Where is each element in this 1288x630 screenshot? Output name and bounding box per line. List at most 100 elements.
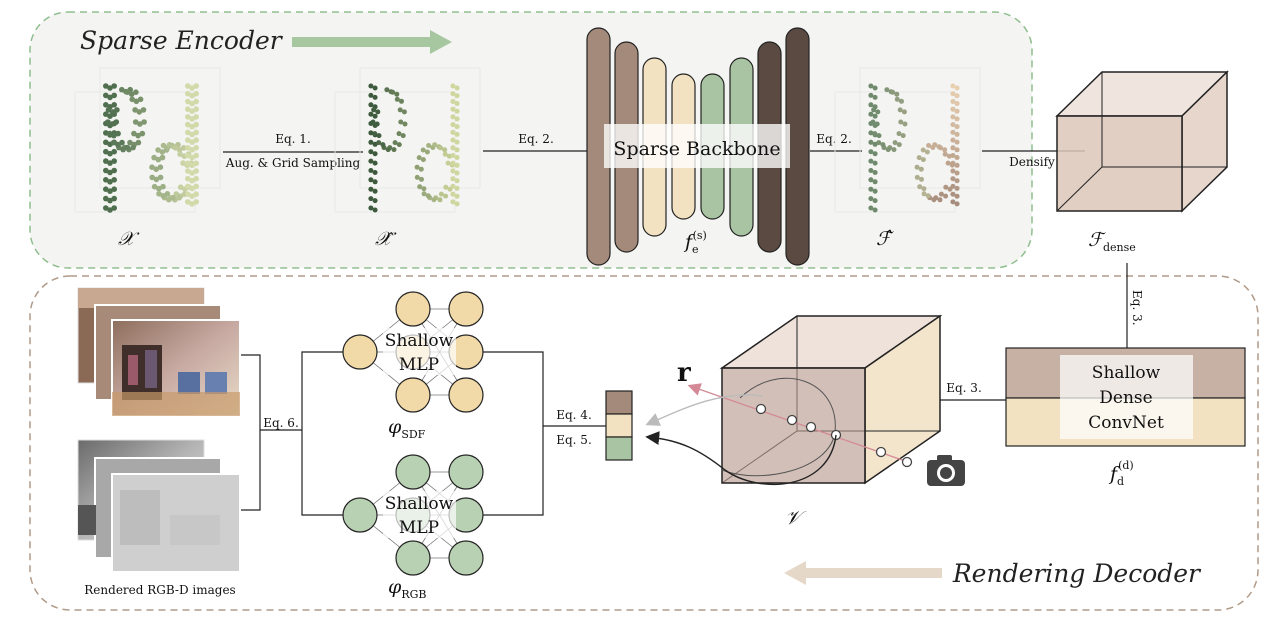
point-cloud-dot — [942, 151, 948, 157]
point-cloud-dot — [454, 116, 460, 122]
point-cloud-dot — [103, 205, 109, 211]
point-cloud-dot — [950, 137, 956, 143]
point-cloud-dot — [926, 143, 932, 148]
point-cloud-dot — [185, 90, 191, 97]
point-cloud-dot — [103, 102, 109, 108]
point-cloud-dot — [155, 156, 162, 163]
point-cloud-dot — [368, 102, 374, 108]
point-cloud-dot — [127, 139, 133, 146]
point-cloud-dot — [943, 184, 949, 190]
point-cloud-dot — [111, 132, 117, 139]
point-cloud-dot — [107, 113, 113, 119]
point-cloud-dot — [454, 131, 460, 137]
point-cloud-dot — [185, 160, 191, 167]
point-cloud-dot — [450, 153, 456, 158]
point-cloud-dot — [950, 160, 956, 166]
point-cloud-dot — [954, 93, 960, 99]
point-cloud-dot — [921, 191, 927, 197]
point-cloud-dot — [954, 101, 960, 106]
point-cloud-dot — [876, 133, 882, 139]
point-cloud-dot — [103, 139, 109, 146]
point-cloud-dot — [372, 160, 378, 166]
point-cloud-dot — [937, 197, 943, 203]
point-cloud-dot — [399, 98, 404, 104]
point-cloud-dot — [950, 199, 956, 205]
point-cloud-dot — [932, 142, 938, 148]
point-cloud-dot — [368, 186, 374, 192]
point-cloud-dot — [105, 107, 112, 113]
point-cloud-dot — [136, 109, 143, 115]
point-cloud-dot — [868, 149, 874, 155]
point-cloud-dot — [950, 129, 956, 135]
point-cloud-dot — [157, 164, 164, 170]
point-cloud-dot — [374, 121, 380, 127]
point-cloud-dot — [431, 197, 437, 203]
point-cloud-dot — [398, 119, 404, 125]
point-cloud-dot — [156, 185, 162, 192]
eq2-left-label: Eq. 2. — [518, 132, 554, 146]
point-cloud-dot — [189, 139, 195, 145]
point-cloud-dot — [954, 185, 960, 191]
point-cloud-dot — [438, 145, 443, 151]
point-cloud-dot — [443, 184, 449, 190]
camera-icon — [927, 455, 965, 486]
point-cloud-dot — [894, 96, 900, 102]
point-cloud-dot — [368, 83, 374, 89]
point-cloud-dot — [185, 121, 191, 128]
point-cloud-dot — [128, 91, 135, 97]
point-cloud-dot — [120, 146, 126, 153]
point-cloud-dot — [894, 91, 900, 97]
point-cloud-dot — [193, 137, 199, 143]
point-cloud-dot — [450, 145, 456, 151]
point-cloud-dot — [454, 93, 460, 99]
point-cloud-dot — [180, 160, 186, 166]
point-cloud-dot — [454, 101, 460, 106]
point-cloud-dot — [368, 177, 374, 183]
point-cloud-dot — [454, 185, 460, 191]
eq5-label: Eq. 5. — [556, 433, 592, 447]
point-cloud-dot — [418, 166, 424, 172]
point-cloud-dot — [450, 106, 456, 112]
point-cloud-dot — [176, 195, 182, 201]
point-cloud-dot — [943, 193, 949, 199]
point-cloud-dot — [103, 111, 109, 117]
point-cloud-dot — [454, 178, 460, 184]
point-cloud-dot — [945, 160, 951, 166]
point-cloud-dot — [896, 131, 902, 137]
point-cloud-dot — [105, 119, 111, 125]
point-cloud-dot — [111, 186, 117, 192]
point-cloud-dot — [131, 130, 137, 137]
point-cloud-dot — [368, 205, 374, 211]
convnet-line-1: Shallow — [1092, 363, 1161, 383]
point-cloud-dot — [390, 89, 396, 95]
point-cloud-dot — [443, 193, 449, 199]
point-cloud-dot — [925, 193, 931, 199]
point-cloud-dot — [368, 168, 374, 173]
point-cloud-dot — [185, 175, 191, 182]
point-cloud-dot — [372, 85, 378, 91]
images-caption: Rendered RGB-D images — [84, 583, 235, 597]
point-cloud-dot — [954, 124, 960, 130]
point-cloud-dot — [868, 139, 874, 145]
point-cloud-dot — [160, 193, 166, 199]
point-cloud-dot — [103, 177, 109, 183]
point-cloud-dot — [876, 140, 882, 146]
point-cloud-dot — [898, 119, 904, 125]
point-cloud-dot — [193, 175, 199, 182]
point-cloud-dot — [954, 116, 960, 122]
point-cloud-dot — [950, 176, 956, 182]
point-cloud-dot — [868, 177, 874, 183]
point-cloud-dot — [185, 114, 191, 120]
point-cloud-dot — [872, 170, 878, 175]
point-cloud-dot — [919, 176, 924, 182]
point-cloud-dot — [111, 167, 117, 174]
point-cloud-dot — [103, 167, 109, 174]
dense-convnet — [1005, 347, 1246, 447]
point-cloud-dot — [920, 147, 926, 153]
eq2-right-label: Eq. 2. — [816, 132, 852, 146]
point-cloud-dot — [155, 147, 161, 153]
point-cloud-dot — [185, 145, 191, 151]
point-cloud-dot — [170, 194, 176, 201]
point-cloud-dot — [372, 179, 378, 185]
point-cloud-dot — [153, 166, 159, 172]
